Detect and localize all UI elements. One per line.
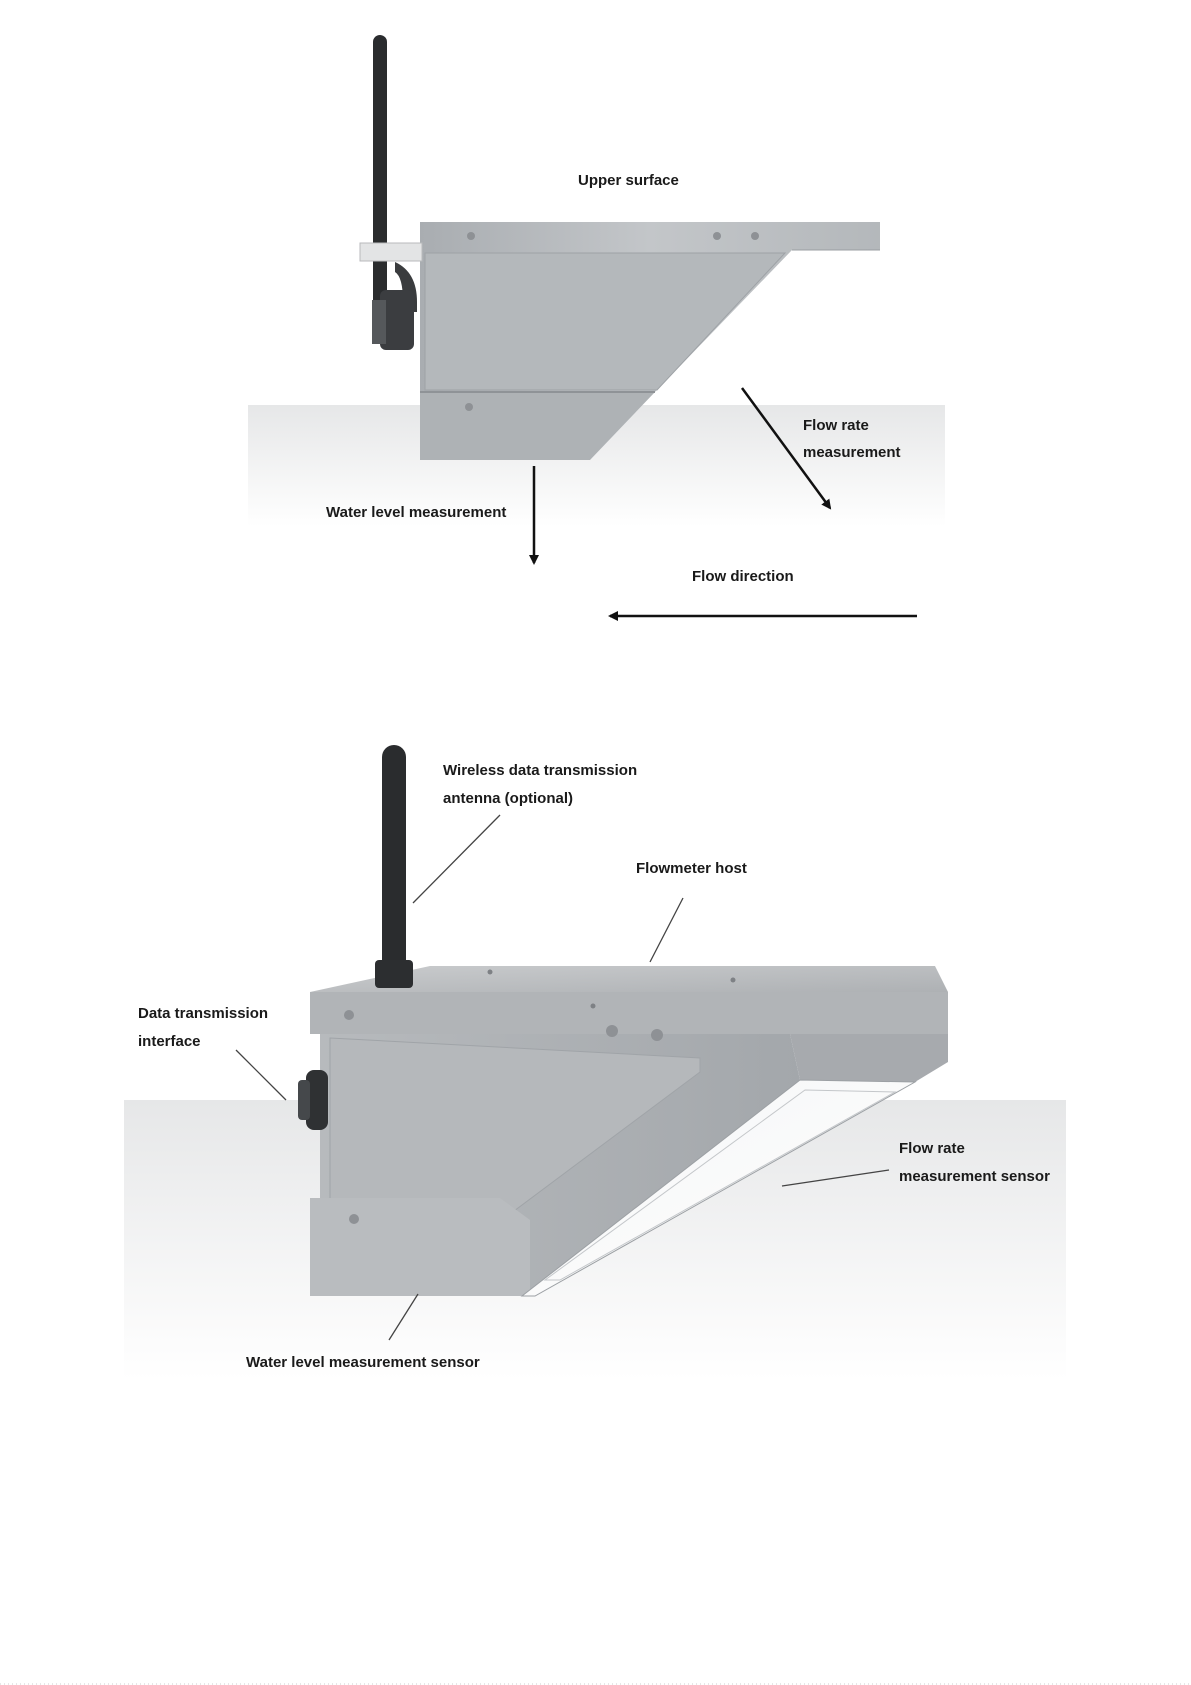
label-upper-surface: Upper surface xyxy=(578,167,679,195)
label-antenna-line1: Wireless data transmission xyxy=(443,757,637,785)
label-flowmeter-host: Flowmeter host xyxy=(636,855,747,883)
label-interface-line1: Data transmission xyxy=(138,1000,268,1028)
label-antenna-line2: antenna (optional) xyxy=(443,785,573,813)
side-antenna-icon xyxy=(360,35,422,350)
side-body-inner-panel xyxy=(425,253,785,390)
wireless-antenna-icon xyxy=(375,745,413,988)
label-water-level-measurement: Water level measurement xyxy=(326,499,506,527)
antenna-leader-line xyxy=(413,815,500,903)
host-top-plate xyxy=(310,992,948,1034)
label-flow-sensor-line2: measurement sensor xyxy=(899,1163,1050,1191)
host-lower-step xyxy=(310,1198,530,1296)
label-flow-sensor-line1: Flow rate xyxy=(899,1135,965,1163)
host-right-face xyxy=(790,1034,948,1082)
label-flow-direction: Flow direction xyxy=(692,563,794,591)
interface-leader-line xyxy=(236,1050,286,1100)
label-flow-rate-line1: Flow rate xyxy=(803,412,869,440)
host-leader-line xyxy=(650,898,683,962)
label-flow-rate-line2: measurement xyxy=(803,439,901,467)
label-interface-line2: interface xyxy=(138,1028,201,1056)
label-water-level-sensor: Water level measurement sensor xyxy=(246,1349,480,1377)
